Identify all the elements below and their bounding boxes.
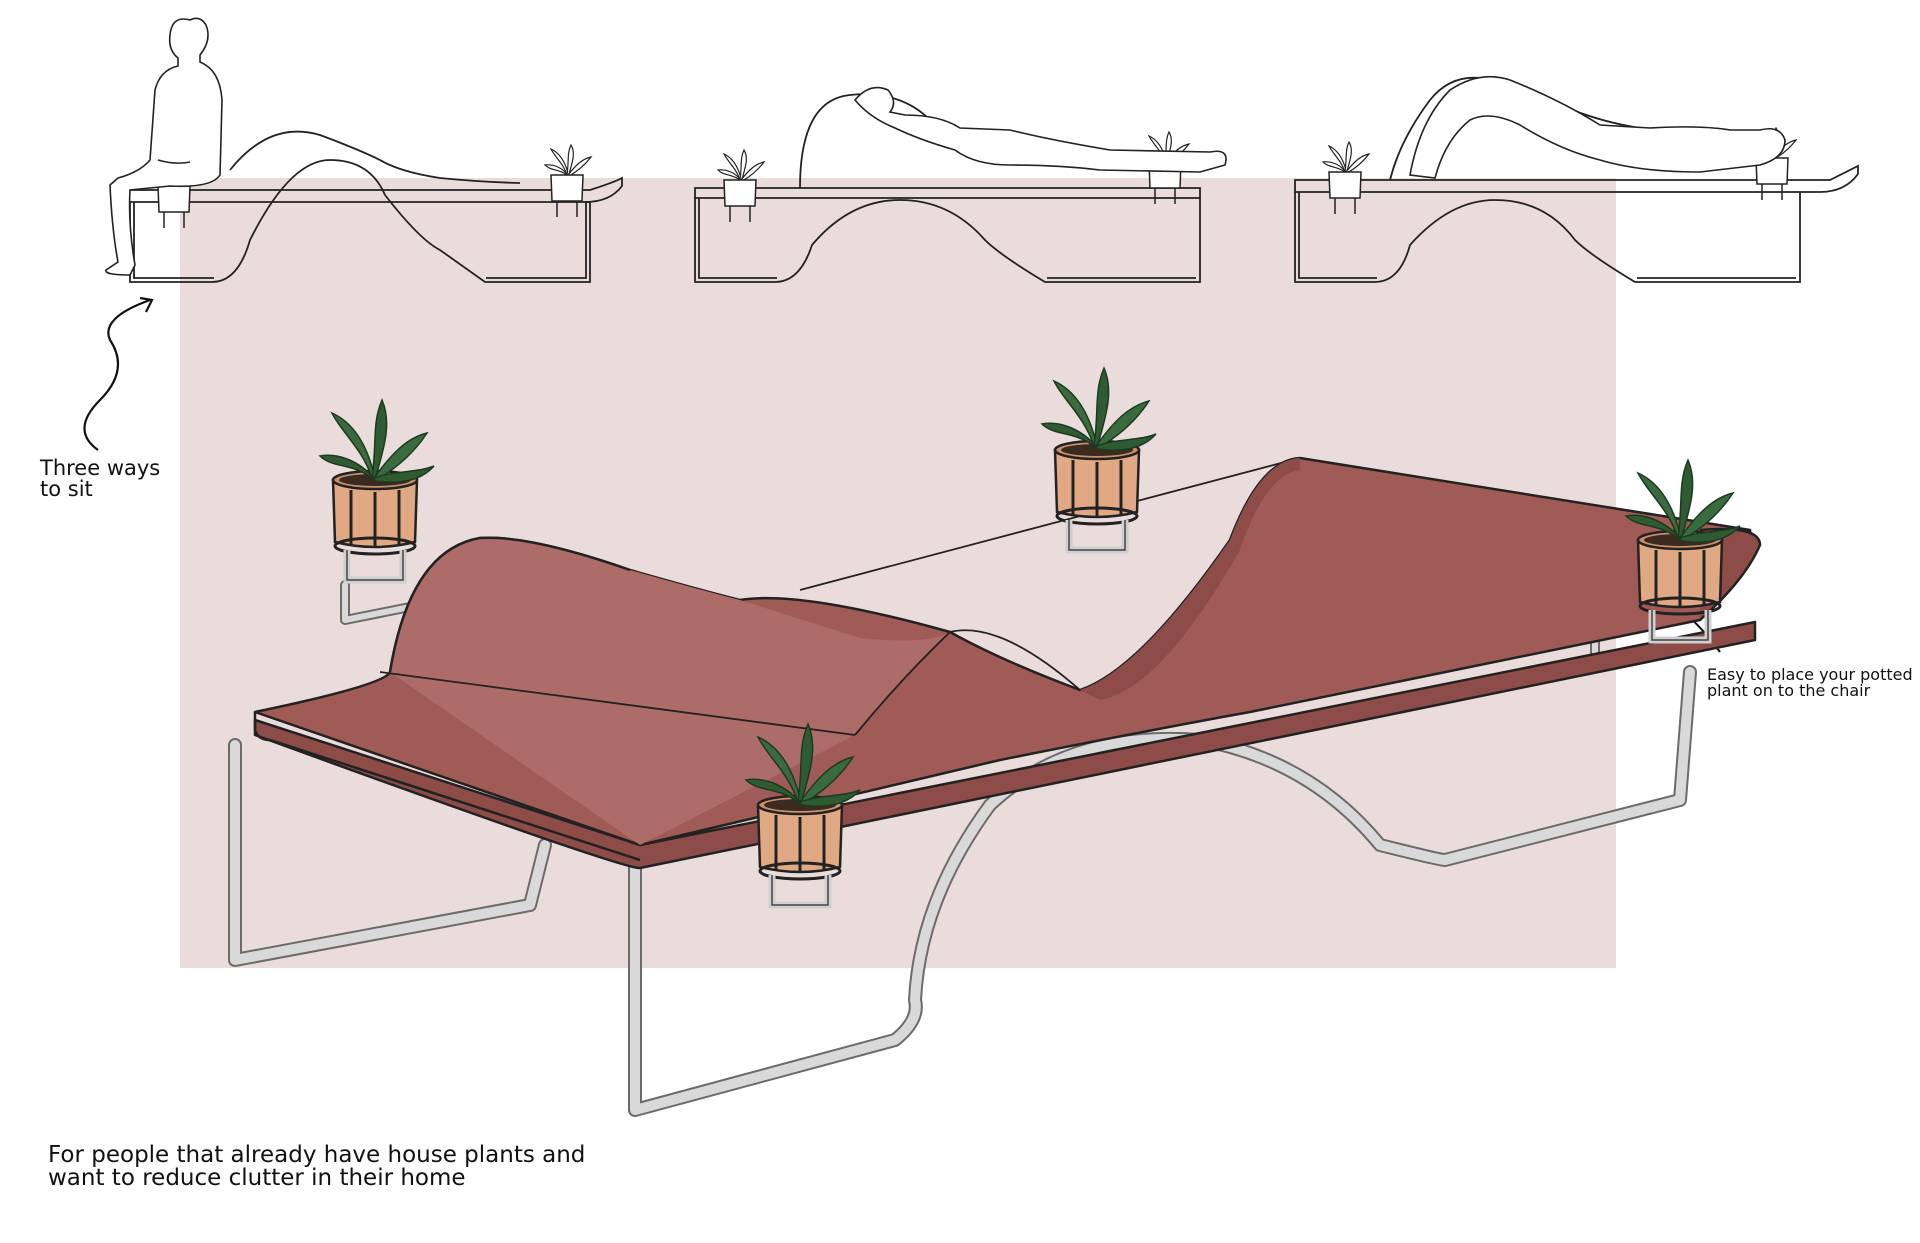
person-lying-sketch [853,86,1227,173]
easy-place-line-2: plant on to the chair [1707,681,1871,700]
curved-arrow [83,296,154,451]
three-ways-line-2: to sit [40,477,93,501]
person-sitting-sketch [105,17,223,276]
audience-line-2: want to reduce clutter in their home [48,1165,466,1191]
chaise-seat [253,456,1762,870]
easy-place-line-1: Easy to place your potted [1707,665,1913,684]
three-ways-line-1: Three ways [40,456,161,480]
three-ways-annotation: Three ways to sit [40,458,160,500]
easy-place-annotation: Easy to place your potted plant on to th… [1707,667,1913,699]
frame-tubes [228,580,1697,1117]
person-reclined-sketch [1409,75,1786,179]
sketch-sitting [129,130,623,283]
audience-annotation: For people that already have house plant… [48,1144,585,1190]
audience-line-1: For people that already have house plant… [48,1142,586,1168]
